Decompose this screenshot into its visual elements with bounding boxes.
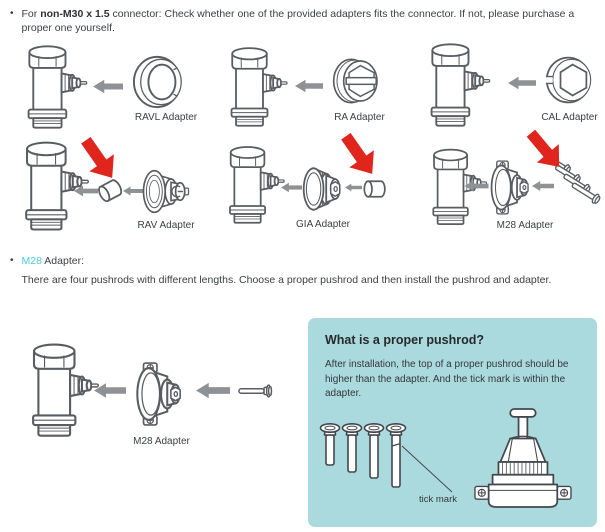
left-arrow-icon: [123, 185, 143, 197]
intro-text-pre: For: [21, 8, 41, 20]
rav-adapter-illustration: [141, 165, 191, 218]
installed-adapter-illustration: [474, 408, 572, 508]
adapter-label-rav: RAV Adapter: [137, 220, 195, 231]
adapter-label-ra: RA Adapter: [334, 112, 385, 123]
left-arrow-icon: [508, 76, 536, 90]
left-arrow-icon: [345, 182, 362, 193]
adapter-label-gia: GIA Adapter: [296, 219, 350, 230]
valve-illustration: [406, 40, 498, 128]
pushrod-info-box: What is a proper pushrod? After installa…: [308, 318, 597, 527]
adapter-label-ravl: RAVL Adapter: [134, 112, 198, 123]
left-arrow-icon: [464, 180, 489, 192]
m28-note-heading: M28 Adapter:: [22, 254, 552, 268]
gia-adapter-illustration: [301, 164, 346, 214]
adapter-label-m28: M28 Adapter: [496, 220, 554, 231]
m28-bullet-dot: •: [10, 255, 14, 266]
pushrod-illustration: [238, 382, 274, 400]
m28-adapter-illustration: [130, 362, 188, 426]
left-arrow-icon: [94, 382, 126, 399]
left-arrow-icon: [295, 79, 323, 93]
intro-text-post: connector: Check whether one of the prov…: [21, 8, 575, 35]
pushrod-sleeve-illustration: [363, 178, 387, 200]
valve-illustration: [212, 44, 290, 128]
m28-note: • M28 Adapter: There are four pushrods w…: [10, 254, 596, 288]
intro-text: For non-M30 x 1.5 connector: Check wheth…: [22, 7, 592, 36]
m28-highlight: M28: [21, 255, 42, 267]
cal-adapter-illustration: [544, 55, 596, 105]
intro-bullet-dot: •: [10, 8, 14, 19]
m28-note-body: There are four pushrods with different l…: [21, 274, 552, 287]
left-arrow-icon: [281, 182, 302, 193]
valve-illustration: [211, 143, 287, 225]
pushrod-lengths-illustration: [319, 423, 453, 493]
adapter-label-cal: CAL Adapter: [541, 112, 598, 123]
ra-adapter-illustration: [332, 56, 382, 106]
ravl-adapter-illustration: [131, 54, 189, 110]
tick-mark-label: tick mark: [419, 494, 457, 505]
bottom-m28-label: M28 Adapter: [133, 436, 190, 447]
info-box-title: What is a proper pushrod?: [325, 333, 485, 347]
left-arrow-icon: [93, 79, 123, 94]
intro-text-bold: non-M30 x 1.5: [40, 8, 110, 20]
valve-illustration: [8, 42, 90, 130]
m28-adapter-illustration: [488, 160, 532, 215]
m28-heading-rest: Adapter:: [41, 255, 84, 267]
left-arrow-icon: [196, 382, 230, 399]
valve-illustration: [12, 338, 100, 440]
info-box-body: After installation, the top of a proper …: [325, 359, 569, 399]
intro-note: • For non-M30 x 1.5 connector: Check whe…: [10, 7, 596, 36]
